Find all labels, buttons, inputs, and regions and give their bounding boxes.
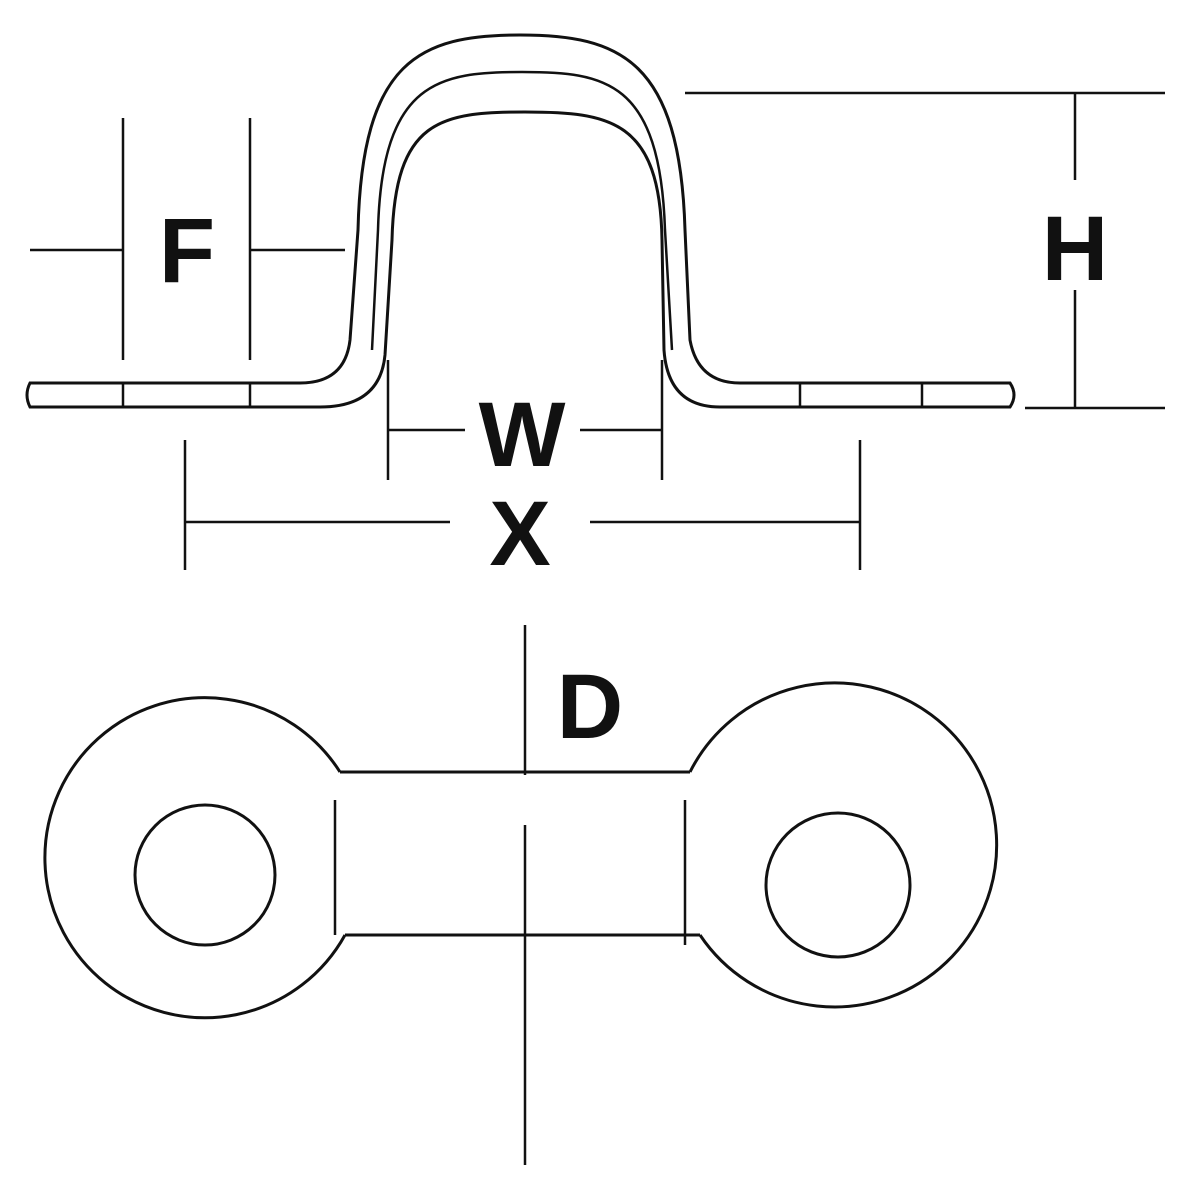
side-profile xyxy=(25,33,1016,409)
label-w: W xyxy=(479,384,566,486)
strap-mid-line xyxy=(370,70,674,351)
dimension-f: F xyxy=(30,118,345,360)
left-mounting-hole xyxy=(133,803,277,947)
dimension-x: X xyxy=(183,440,862,585)
label-x: X xyxy=(489,483,550,585)
dimension-h: H xyxy=(685,91,1165,410)
right-lobe xyxy=(688,681,999,1009)
dimension-w: W xyxy=(386,360,664,486)
label-d: D xyxy=(557,656,623,758)
strap-outer-edge xyxy=(25,33,1016,409)
dimension-d: D xyxy=(523,625,623,1165)
right-mounting-hole xyxy=(764,811,912,959)
label-f: F xyxy=(159,200,215,302)
left-lobe xyxy=(43,696,347,1020)
top-view xyxy=(43,681,999,1020)
label-h: H xyxy=(1042,198,1108,300)
